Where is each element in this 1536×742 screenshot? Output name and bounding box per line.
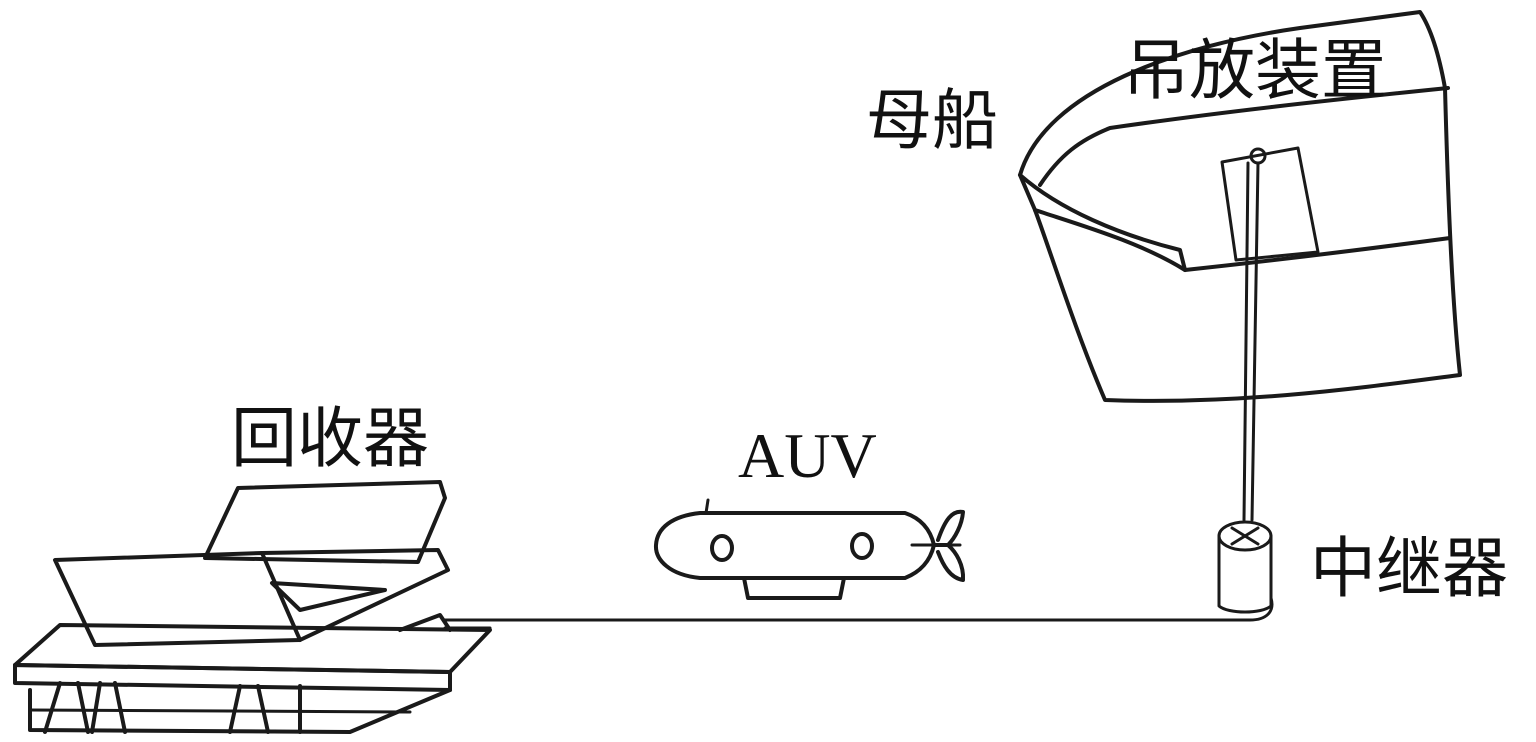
relay-unit bbox=[1217, 520, 1273, 614]
auv-vehicle bbox=[653, 498, 966, 600]
mother-ship-label: 母船 bbox=[866, 82, 998, 159]
auv-label: AUV bbox=[738, 420, 877, 491]
tether-cable bbox=[443, 596, 1274, 630]
recovery-device bbox=[13, 480, 492, 734]
recovery-device-label: 回收器 bbox=[231, 400, 429, 477]
launch-recovery-device bbox=[1220, 146, 1320, 522]
mother-ship bbox=[1018, 10, 1462, 403]
relay-label: 中继器 bbox=[1310, 530, 1508, 607]
launch-recovery-device-label: 吊放装置 bbox=[1123, 32, 1387, 109]
